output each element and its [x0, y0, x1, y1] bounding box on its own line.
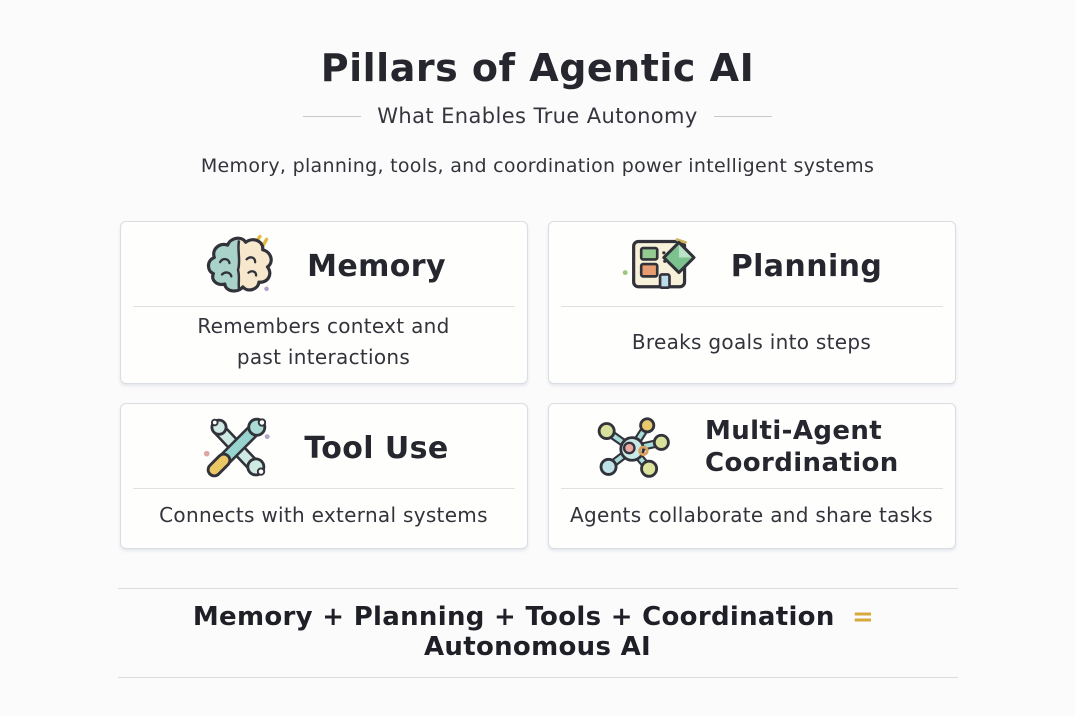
card-tool-use-header: Tool Use: [121, 404, 527, 486]
page-title: Pillars of Agentic AI: [320, 46, 755, 90]
card-divider: [560, 488, 943, 489]
equation-banner: Memory + Planning + Tools + Coordination…: [117, 588, 958, 678]
card-multi-agent-title: Multi-Agent Coordination: [705, 416, 899, 478]
equation-equals-sign: =: [852, 602, 875, 632]
card-memory-description: Remembers context and past interactions: [197, 314, 450, 369]
card-memory-header: Memory: [121, 222, 527, 304]
card-multi-agent-header: Multi-Agent Coordination: [549, 404, 955, 486]
card-tool-use: Tool Use Connects with external systems: [119, 403, 528, 549]
plan-board-icon: [621, 233, 701, 299]
card-planning-description: Breaks goals into steps: [631, 329, 872, 354]
subtitle-left-rule: [303, 115, 362, 117]
card-divider: [560, 306, 943, 307]
card-multi-agent-description: Agents collaborate and share tasks: [570, 503, 933, 527]
agent-network-icon: [593, 415, 675, 481]
card-tool-use-description: Connects with external systems: [159, 503, 488, 527]
subtitle-text: What Enables True Autonomy: [377, 104, 698, 128]
brain-icon: [201, 233, 277, 299]
card-planning-header: Planning: [549, 222, 955, 304]
card-tool-use-title: Tool Use: [304, 430, 449, 466]
crossed-tools-icon: [198, 414, 274, 482]
pillars-grid: Memory Remembers context and past intera…: [119, 221, 956, 549]
subtitle: What Enables True Autonomy: [0, 104, 1075, 128]
card-planning: Planning Breaks goals into steps: [547, 221, 956, 384]
card-divider: [132, 306, 515, 307]
tagline: Memory, planning, tools, and coordinatio…: [200, 155, 875, 177]
subtitle-right-rule: [713, 115, 772, 117]
card-memory-title: Memory: [307, 248, 446, 284]
card-divider: [132, 488, 515, 489]
card-planning-title: Planning: [730, 248, 883, 284]
card-memory: Memory Remembers context and past intera…: [119, 221, 528, 384]
equation-result: Autonomous AI: [424, 632, 651, 662]
card-multi-agent: Multi-Agent Coordination Agents collabor…: [547, 403, 956, 549]
equation-left: Memory + Planning + Tools + Coordination: [192, 602, 835, 632]
